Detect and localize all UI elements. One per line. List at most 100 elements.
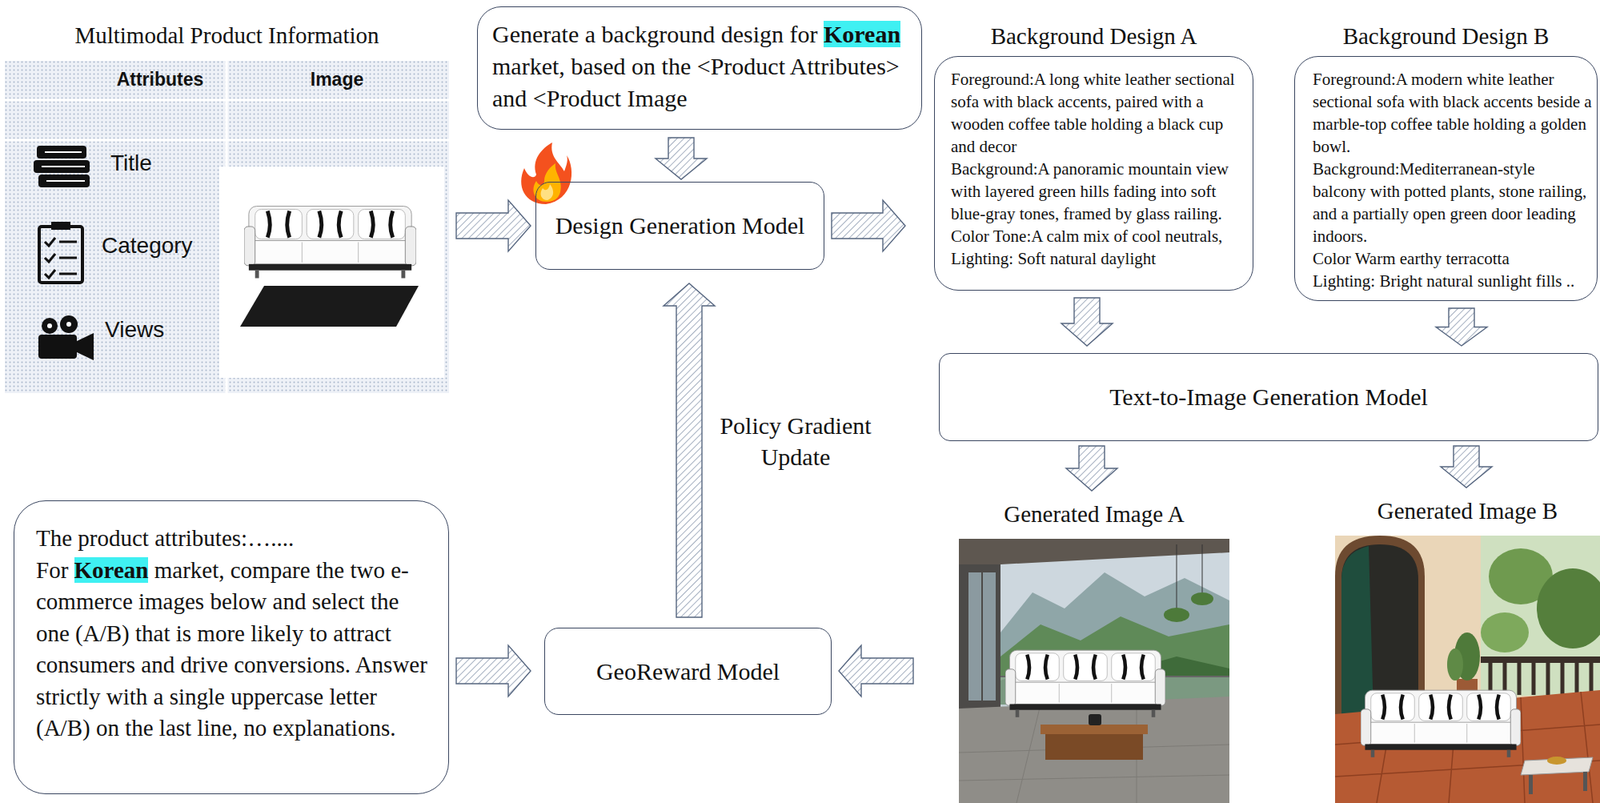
product-table-part xyxy=(240,285,419,327)
books-icon-part xyxy=(41,152,85,181)
scene-a-part xyxy=(1005,649,1166,718)
design-text: Color Tone:A calm mix of cool neutrals, xyxy=(950,224,1242,248)
scene-a-part xyxy=(958,538,1230,565)
block-arrow xyxy=(1435,308,1488,346)
camera-icon-part xyxy=(47,323,53,329)
model-box: GeoReward Model xyxy=(544,627,832,715)
highlight-word: Korean xyxy=(823,20,901,48)
scene-a-part xyxy=(1163,607,1190,622)
scene-a-part xyxy=(1202,544,1204,593)
card-title: Background Design B xyxy=(1343,21,1550,51)
checklist-icon-part xyxy=(39,226,83,283)
checklist-icon-part xyxy=(59,241,77,274)
generated-image: Generated Image B xyxy=(1335,490,1600,799)
scene-b-part xyxy=(1547,756,1567,765)
scene-b-part xyxy=(1536,568,1600,649)
card-title: Background Design A xyxy=(990,21,1198,51)
prompt-box: The product attributes:…....For Korean m… xyxy=(13,500,450,794)
books-icon-part xyxy=(33,160,90,173)
image-title: Generated Image B xyxy=(1377,496,1558,526)
flame-icon-part xyxy=(533,163,561,202)
camera-icon-part xyxy=(60,315,78,333)
block-arrow xyxy=(831,200,906,252)
block-arrow xyxy=(456,200,531,252)
panel-heading: Multimodal Product Information xyxy=(4,20,450,50)
scene-b-part xyxy=(1341,544,1419,714)
scene-b-part xyxy=(1583,771,1588,791)
model-box: Text-to-Image Generation Model xyxy=(938,352,1599,442)
product-table-part xyxy=(219,166,445,378)
books-icon-part xyxy=(36,145,87,159)
edge-label: Policy Gradient Update xyxy=(703,409,888,473)
prompt-text: Generate a background design for xyxy=(492,20,819,48)
attribute-label: Category xyxy=(101,232,193,259)
highlight-word: Korean xyxy=(74,557,149,583)
card-heading: Background Design B xyxy=(1294,16,1598,57)
scene-b-part xyxy=(1520,757,1593,775)
attribute-label: Views xyxy=(104,316,165,343)
model-box: Design Generation Model xyxy=(535,181,825,270)
scene-a-part xyxy=(1045,733,1143,760)
books-icon-part-part xyxy=(46,180,85,182)
image-heading: Generated Image A xyxy=(958,493,1230,534)
product-table-part xyxy=(4,139,450,142)
books-icon-part-part xyxy=(41,165,85,168)
box-label: Design Generation Model xyxy=(555,209,806,242)
scene-a-part xyxy=(1040,724,1148,734)
block-arrow xyxy=(838,645,914,697)
design-text: Background:Mediterranean-style balcony w… xyxy=(1312,157,1592,248)
flame-icon-part xyxy=(541,184,554,201)
scene-a-part xyxy=(1190,592,1214,606)
design-text: Background:A panoramic mountain view wit… xyxy=(950,157,1242,225)
scene-a xyxy=(958,538,1230,803)
image-heading: Generated Image B xyxy=(1335,490,1600,531)
card-body: Foreground:A long white leather sectiona… xyxy=(934,56,1254,291)
column-header: Attributes xyxy=(116,68,205,91)
scene-a-part xyxy=(958,696,1230,803)
attribute-label: Title xyxy=(110,150,153,177)
scene-b-part xyxy=(1480,612,1529,653)
design-text: Foreground:A long white leather sectiona… xyxy=(950,68,1242,158)
checklist-icon-part xyxy=(44,237,56,278)
camera-icon-part xyxy=(66,321,72,327)
scene-b-part xyxy=(1447,648,1464,681)
product-table-part xyxy=(4,99,450,102)
box-label: Text-to-Image Generation Model xyxy=(1109,380,1428,414)
prompt-text: market, compare the two e-commerce image… xyxy=(36,557,428,742)
scene-a-part xyxy=(958,564,1001,709)
prompt-text: For xyxy=(36,557,69,583)
prompt-text: The product attributes:….... xyxy=(36,522,436,555)
design-text: Foreground:A modern white leather sectio… xyxy=(1312,68,1592,158)
product-table-part xyxy=(244,206,417,279)
checklist-icon-part xyxy=(51,221,71,230)
scene-b-part xyxy=(1360,689,1521,758)
books-icon-part-part xyxy=(44,151,82,153)
product-table-part xyxy=(4,60,450,393)
image-title: Generated Image A xyxy=(1003,499,1184,529)
block-arrow xyxy=(456,645,531,697)
block-arrow xyxy=(1440,445,1492,488)
scene-a-part xyxy=(968,572,996,701)
flame-icon-part xyxy=(521,142,572,205)
flame-icon xyxy=(521,142,572,205)
design-card: Background Design B Foreground:A modern w… xyxy=(1294,16,1598,301)
design-text: Lighting: Soft natural daylight xyxy=(950,247,1242,270)
books-icon-part xyxy=(38,174,90,188)
block-arrow xyxy=(1061,297,1113,346)
column-header: Image xyxy=(310,68,364,91)
scene-b-part xyxy=(1335,535,1425,714)
scene-a-part xyxy=(958,700,1230,803)
camera-icon-part xyxy=(76,332,94,361)
card-heading: Background Design A xyxy=(934,16,1254,57)
product-table xyxy=(4,60,450,393)
camera-icon-part xyxy=(41,317,58,334)
scene-a-part xyxy=(1088,713,1102,726)
product-info-panel: Multimodal Product InformationAttributes… xyxy=(4,16,450,393)
scene-b xyxy=(1335,535,1600,803)
scene-a-part xyxy=(958,538,1230,803)
scene-b-part xyxy=(1528,774,1533,794)
scene-b-part xyxy=(1341,545,1374,714)
scene-a-part xyxy=(1176,544,1178,609)
camera-icon xyxy=(38,315,94,361)
